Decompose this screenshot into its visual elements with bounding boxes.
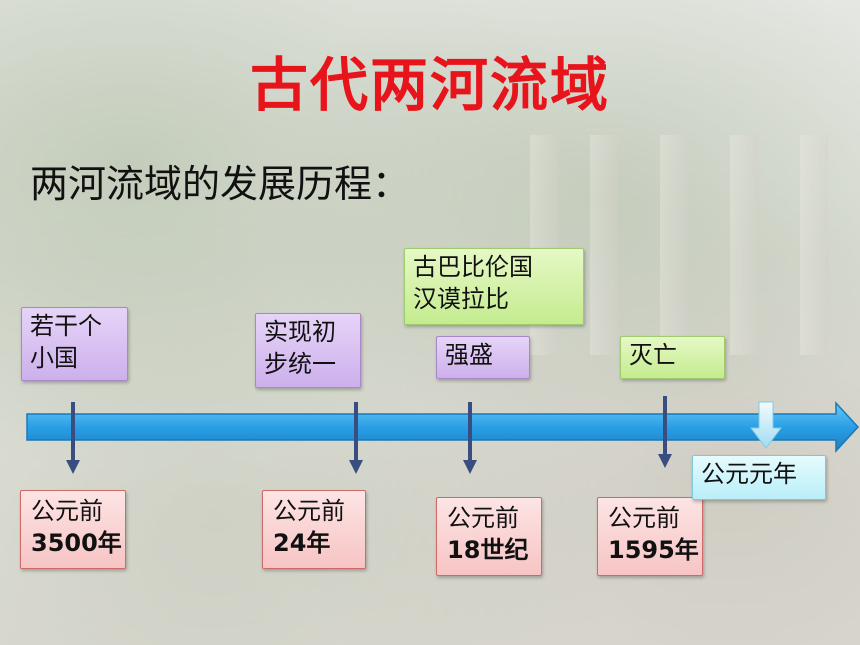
timeline-arrow [26,401,860,453]
event-label: 小国 [30,344,78,372]
event-label: 实现初 [264,318,336,346]
date-label: 1595年 [608,536,699,564]
event-label: 若干个 [30,312,102,340]
event-label: 汉谟拉比 [413,285,509,313]
date-label: 24年 [273,529,331,557]
date-box-18th-century-bc: 公元前 18世纪 [436,497,542,576]
date-label: 公元前 [447,504,519,532]
event-box-fall: 灭亡 [620,336,725,379]
event-label: 古巴比伦国 [413,253,533,281]
event-label: 强盛 [445,341,493,369]
date-label: 公元前 [273,497,345,525]
date-label: 18世纪 [447,536,529,564]
date-label: 公元前 [608,504,680,532]
timeline-marker [658,396,672,468]
timeline-marker [349,402,363,474]
event-box-unification: 实现初 步统一 [255,313,361,388]
date-box-24bc: 公元前 24年 [262,490,366,569]
date-box-3500bc: 公元前 3500年 [20,490,126,569]
slide-subtitle: 两河流域的发展历程： [30,162,411,206]
event-label: 步统一 [264,350,336,378]
date-label: 3500年 [31,529,122,557]
timeline-marker [66,402,80,474]
date-label: 公元元年 [701,460,797,488]
timeline-marker [463,402,477,474]
date-label: 公元前 [31,497,103,525]
event-box-prosperity: 强盛 [436,336,530,379]
event-label: 灭亡 [629,341,677,369]
event-box-small-states: 若干个 小国 [21,307,128,381]
date-box-1595bc: 公元前 1595年 [597,497,703,576]
slide-title: 古代两河流域 [249,51,610,119]
event-box-babylon: 古巴比伦国 汉谟拉比 [404,248,584,325]
timeline-marker-ad [750,401,782,449]
date-box-1ad: 公元元年 [692,455,826,500]
